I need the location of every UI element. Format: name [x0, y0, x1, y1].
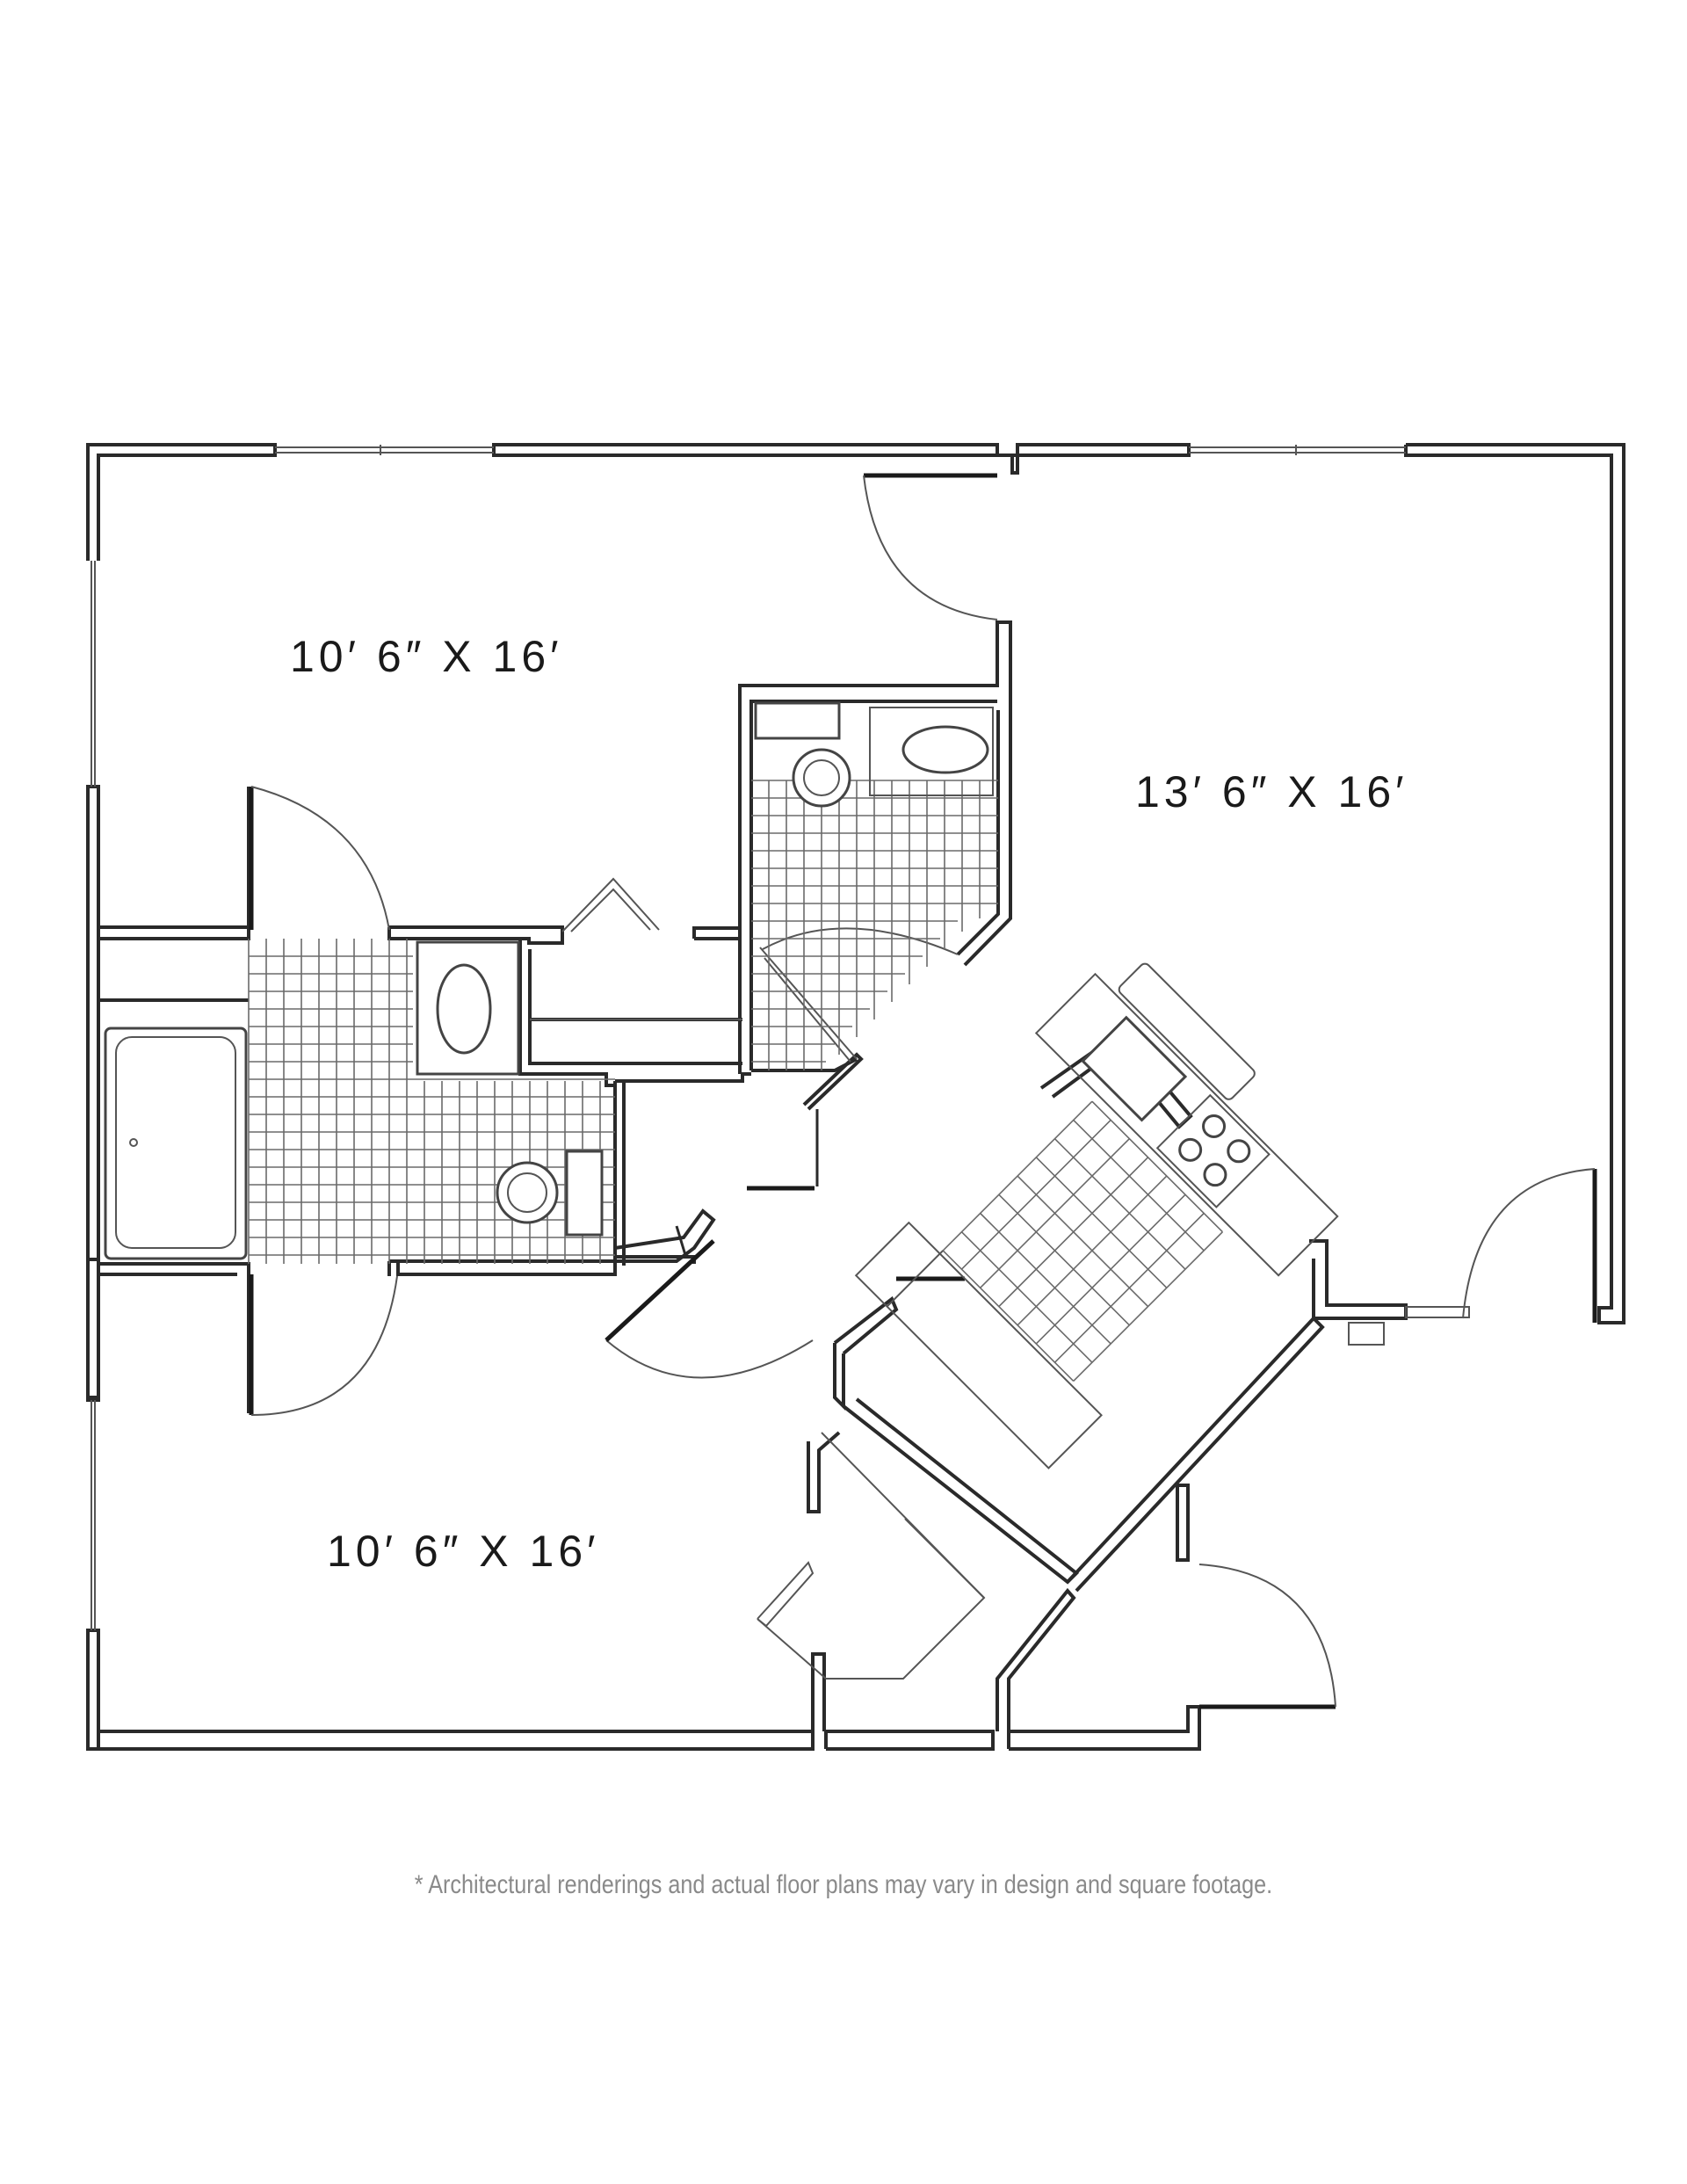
water-heater-icon: [1348, 1322, 1385, 1346]
bathtub-icon: [104, 1027, 248, 1260]
room-label-bedroom-1: 10′ 6″ X 16′: [290, 632, 563, 681]
toilet-icon: [792, 748, 851, 808]
bathroom-1: [104, 939, 615, 1264]
doors: [249, 473, 1597, 1709]
room-label-living-room: 13′ 6″ X 16′: [1135, 767, 1408, 816]
stove-burner-icon: [1178, 1137, 1203, 1162]
bathroom-2: [751, 701, 998, 1070]
sink-icon: [436, 963, 492, 1055]
toilet-icon: [496, 1161, 559, 1224]
windows: [91, 445, 1406, 1630]
kitchen: [854, 962, 1339, 1469]
disclaimer-note: * Architectural renderings and actual fl…: [414, 1870, 1273, 1899]
sink-icon: [1081, 1015, 1188, 1122]
room-label-bedroom-2: 10′ 6″ X 16′: [327, 1527, 600, 1576]
sink-icon: [901, 725, 989, 774]
